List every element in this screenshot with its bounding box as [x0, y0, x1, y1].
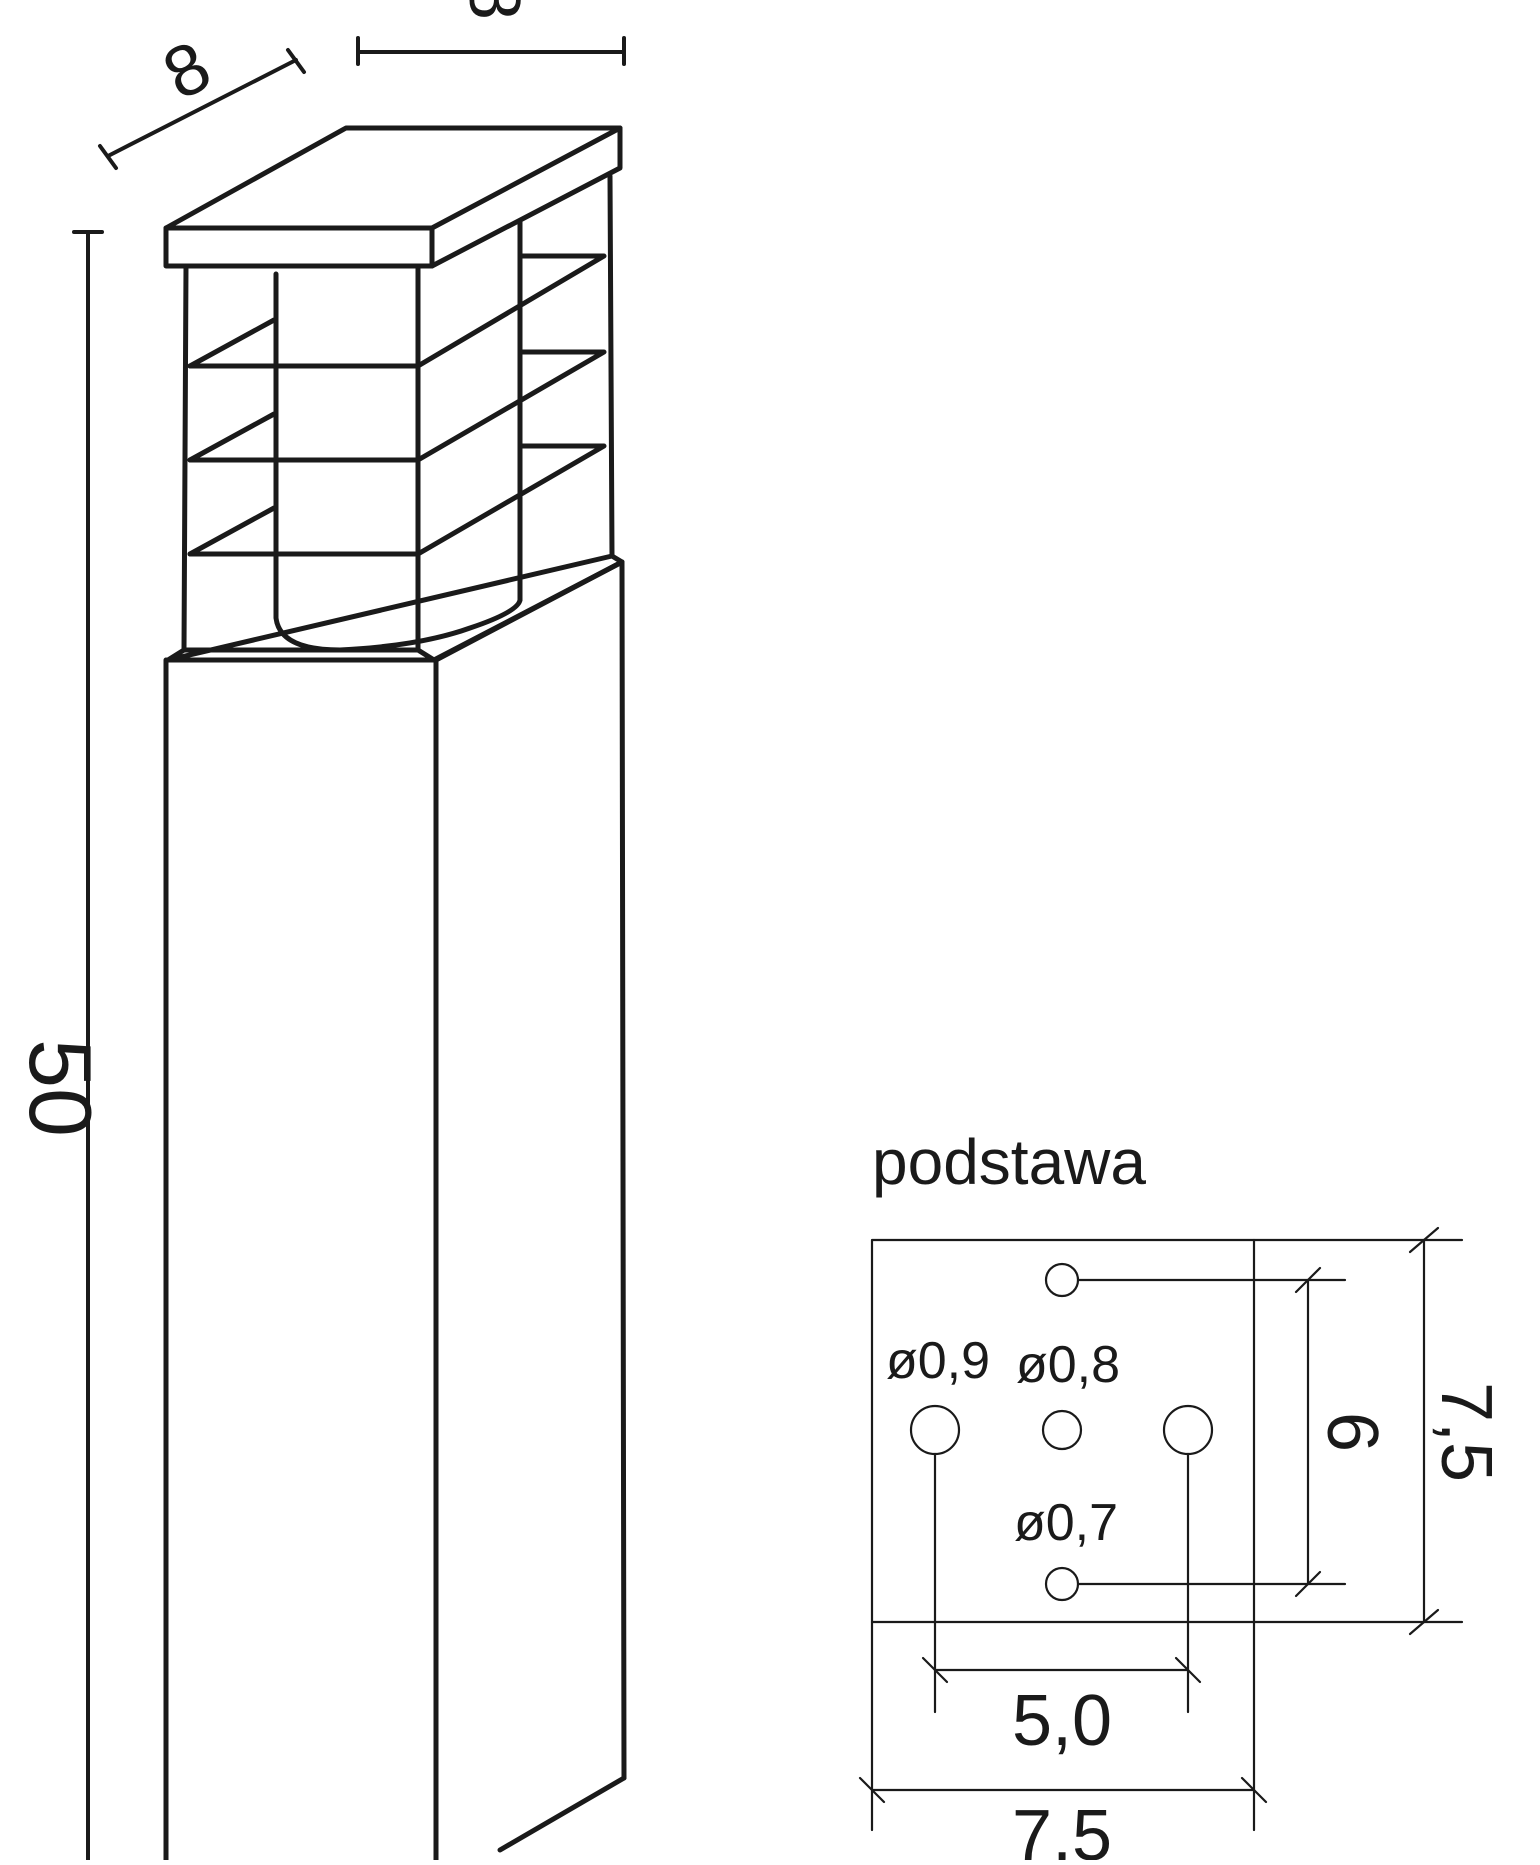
depth-dimension: 8: [98, 26, 306, 170]
hole-top: [1044, 1262, 1080, 1298]
height-dimension: 50: [11, 230, 110, 1862]
hole-bottom: [1044, 1566, 1080, 1602]
lamp-lid: [163, 125, 623, 269]
lamp-post: [163, 559, 627, 1863]
base-height-label: 7,5: [1426, 1382, 1506, 1482]
width-dimension: 8: [356, 0, 626, 66]
height-label: 50: [11, 1039, 110, 1137]
hole-left: [909, 1404, 961, 1456]
depth-label: 8: [151, 26, 223, 115]
hole-large-label: ø0,9: [886, 1332, 990, 1390]
hole-small-label: ø0,7: [1014, 1494, 1118, 1552]
base-title: podstawa: [872, 1126, 1146, 1198]
lamp-diffuser: [273, 219, 523, 653]
base-width-label: 7,5: [1012, 1796, 1112, 1860]
hole-medium-label: ø0,8: [1016, 1336, 1120, 1394]
hole-right: [1162, 1404, 1214, 1456]
hole-center: [1041, 1409, 1083, 1451]
base-plan: podstawa ø0,9 ø0,8 ø0,7 6 7,5: [858, 1126, 1506, 1865]
bollard-lamp: [163, 125, 627, 1863]
vertical-spacing-label: 6: [1312, 1412, 1392, 1452]
lamp-cage: [181, 173, 615, 653]
horizontal-spacing-label: 5,0: [1012, 1681, 1112, 1761]
base-plate: [870, 1238, 1256, 1624]
width-label: 8: [454, 0, 534, 20]
